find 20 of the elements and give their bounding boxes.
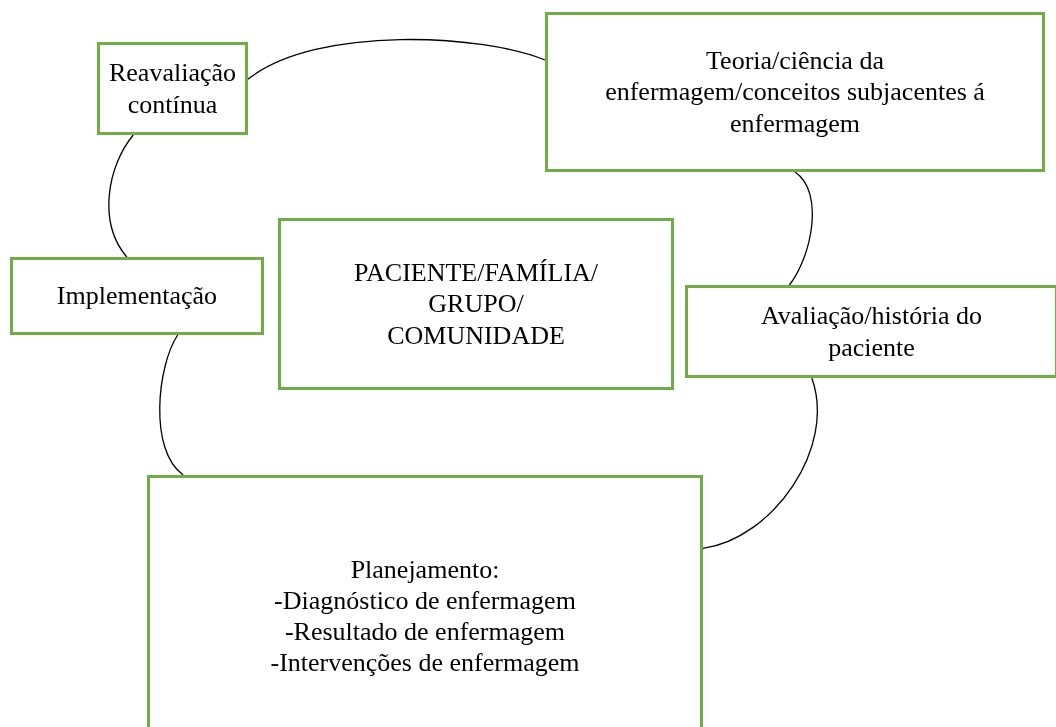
curved-connector xyxy=(108,134,134,258)
curved-connector xyxy=(159,334,184,476)
center-box xyxy=(278,218,674,390)
box-label: Teoria/ciência da enfermagem/conceitos subjacentes á enfermagem xyxy=(604,45,986,139)
box-label: Planejamento: xyxy=(350,553,500,585)
list-item: -Intervenções de enfermagem xyxy=(270,647,580,679)
process-box xyxy=(10,257,264,335)
process-box xyxy=(97,42,248,135)
process-box xyxy=(545,12,1045,172)
box-label: PACIENTE/FAMÍLIA/ GRUPO/ COMUNIDADE xyxy=(353,257,599,351)
curved-connector xyxy=(788,171,813,286)
list-item: -Resultado de enfermagem xyxy=(284,616,566,648)
list-item: -Diagnóstico de enfermagem xyxy=(274,584,576,616)
box-label: Implementação xyxy=(56,280,218,312)
process-box xyxy=(685,285,1056,378)
box-label: Avaliação/história do paciente xyxy=(759,300,984,363)
box-label: Reavaliação contínua xyxy=(109,57,236,120)
process-box xyxy=(147,475,703,727)
curved-connector xyxy=(247,38,546,80)
curved-connector xyxy=(702,377,818,549)
